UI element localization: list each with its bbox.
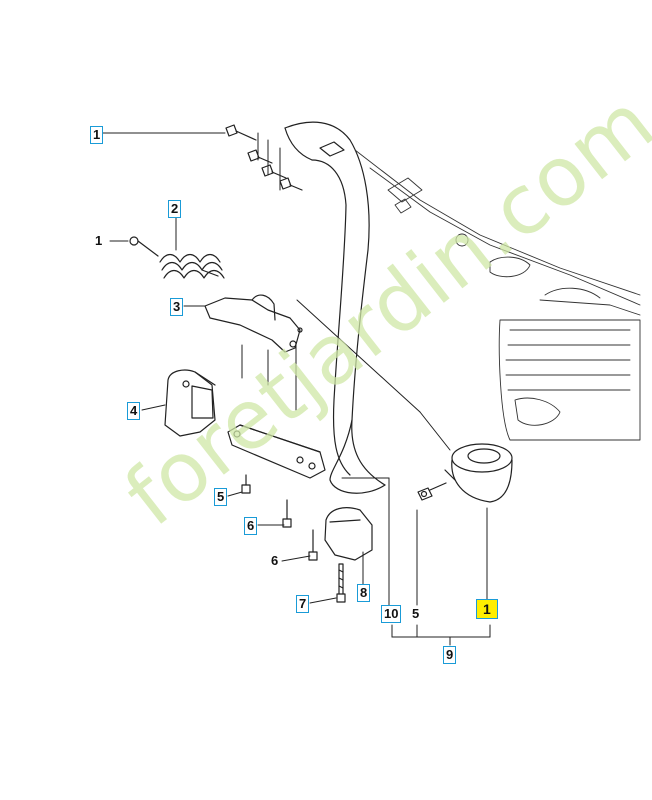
top-screws	[225, 124, 303, 191]
callout-1-left[interactable]: 1	[95, 233, 103, 248]
callout-5-right[interactable]: 5	[412, 606, 420, 621]
callout-1-top[interactable]: 1	[90, 126, 104, 144]
buffer-housing	[417, 443, 513, 503]
callout-8[interactable]: 8	[357, 584, 371, 602]
callout-10[interactable]: 10	[381, 605, 402, 623]
callout-1-highlighted[interactable]: 1	[476, 599, 498, 619]
spring-assembly	[129, 236, 225, 279]
buffer-mount	[164, 369, 216, 437]
callout-3[interactable]: 3	[170, 298, 184, 316]
small-screws	[241, 474, 346, 603]
leader-lines	[102, 132, 491, 646]
callout-2[interactable]: 2	[168, 200, 182, 218]
damper-block	[324, 507, 373, 561]
callout-6-plain[interactable]: 6	[271, 553, 279, 568]
lever-part	[204, 294, 303, 353]
handle-tube	[284, 121, 386, 494]
callout-9[interactable]: 9	[443, 646, 457, 664]
callout-6-boxed[interactable]: 6	[244, 517, 258, 535]
bracket-plate	[227, 424, 326, 479]
callout-7[interactable]: 7	[296, 595, 310, 613]
engine-outline	[354, 149, 641, 441]
callout-5-left[interactable]: 5	[214, 488, 228, 506]
callout-4[interactable]: 4	[127, 402, 141, 420]
